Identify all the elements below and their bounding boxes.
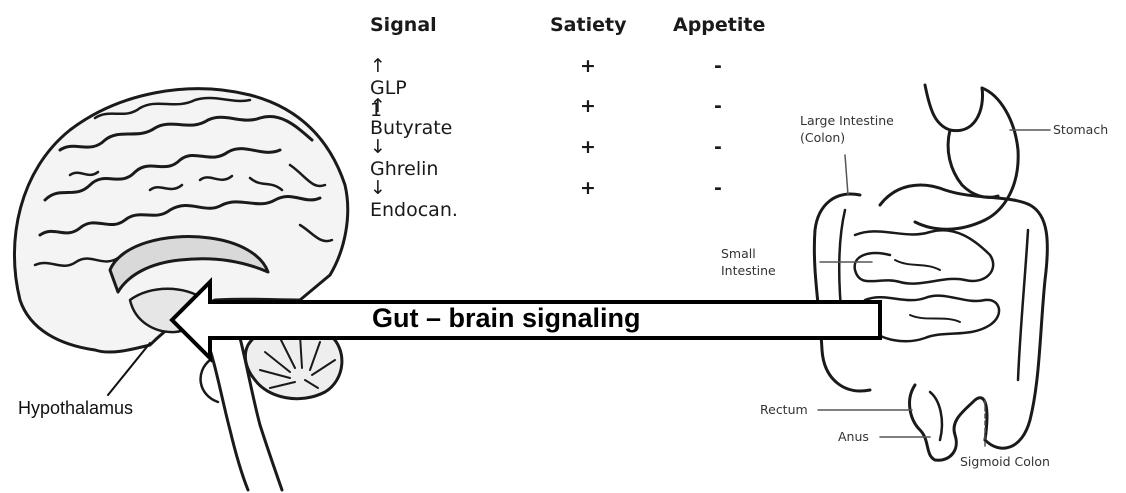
row-satiety: + [578,136,598,158]
rectum-label: Rectum [760,402,808,419]
large-intestine-label: Large Intestine (Colon) [800,113,894,147]
stomach-label: Stomach [1053,122,1108,139]
anus-label: Anus [838,429,869,446]
row-appetite: - [708,95,728,117]
row-appetite: - [708,136,728,158]
arrow-label: Gut – brain signaling [372,303,641,334]
row-satiety: + [578,55,598,77]
small-intestine-label: Small Intestine [721,246,776,280]
brain-illustration [14,89,347,490]
header-satiety: Satiety [550,14,626,36]
row-signal: ↓ Endocan. [370,177,458,221]
header-appetite: Appetite [673,14,765,36]
row-appetite: - [708,177,728,199]
row-appetite: - [708,55,728,77]
hypothalamus-label: Hypothalamus [18,398,133,419]
large-intestine-pointer-line [845,155,848,195]
row-signal: ↓ Ghrelin [370,136,438,180]
row-satiety: + [578,95,598,117]
row-signal: ↑ Butyrate [370,95,452,139]
header-signal: Signal [370,14,437,36]
sigmoid-colon-label: Sigmoid Colon [960,454,1050,471]
row-satiety: + [578,177,598,199]
